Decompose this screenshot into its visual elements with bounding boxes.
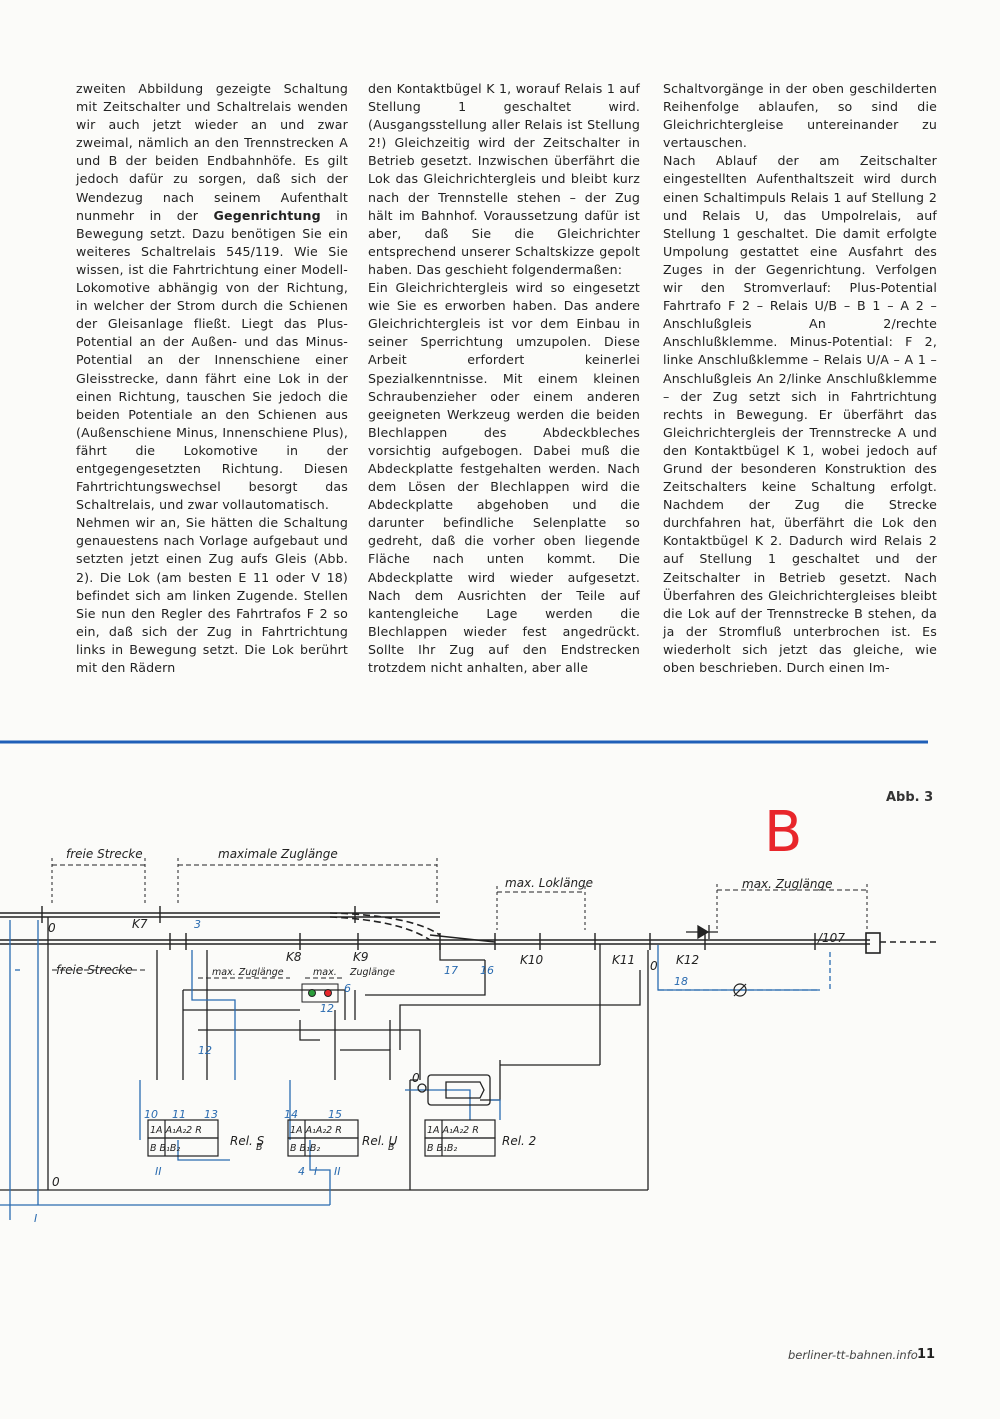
label-freie-strecke-top: freie Strecke bbox=[66, 847, 143, 861]
relay-sb bbox=[147, 1119, 219, 1157]
label-107: /107 bbox=[817, 931, 845, 945]
label-rel-sb: Rel. S bbox=[230, 1134, 265, 1148]
label-roman-one: I bbox=[34, 1212, 37, 1225]
label-max-zuglaenge-mid: max. Zuglänge bbox=[212, 967, 284, 978]
emphasis-text: Gegenrichtung bbox=[213, 207, 321, 223]
label-roman-two-ub: II bbox=[334, 1165, 341, 1178]
label-roman-two-sb: II bbox=[155, 1165, 162, 1178]
label-roman-one-ub: I bbox=[314, 1165, 317, 1178]
wire-number: 10 bbox=[144, 1108, 158, 1121]
wire-number: 16 bbox=[480, 964, 494, 977]
wire-number: 12 bbox=[320, 1002, 334, 1015]
wire-number-labels: 10 11 12 13 14 15 16 17 18 3 4 6 12 bbox=[144, 918, 688, 1178]
lamp-symbol bbox=[733, 983, 747, 997]
label-max-zuglaenge-right: max. Zuglänge bbox=[742, 877, 833, 891]
wire-number: 6 bbox=[344, 982, 351, 995]
text-column-3: Schaltvorgänge in der oben geschilderten… bbox=[663, 80, 937, 677]
text-column-1: zweiten Abbildung gezeigte Schaltung mit… bbox=[76, 80, 348, 677]
relay-2 bbox=[424, 1119, 496, 1157]
wires-blue bbox=[0, 920, 831, 1220]
wire-number: 4 bbox=[298, 1165, 305, 1178]
paragraph: Nach Ablauf der am Zeitschalter eingeste… bbox=[663, 153, 937, 675]
wire-number: 13 bbox=[204, 1108, 218, 1121]
relay-2-top: 1A A₁A₂2 R bbox=[427, 1125, 479, 1136]
text-run: zweiten Abbildung gezeigte Schaltung mit… bbox=[76, 81, 348, 223]
label-zero-k11: 0 bbox=[650, 959, 658, 973]
wire-number: 12 bbox=[198, 1044, 212, 1057]
wires-black bbox=[0, 917, 649, 1191]
wire-number: 18 bbox=[674, 975, 688, 988]
footer-site: berliner-tt-bahnen.info bbox=[788, 1348, 918, 1362]
label-rel-ub-sub: B bbox=[388, 1142, 395, 1153]
paragraph: Schaltvorgänge in der oben geschilderten… bbox=[663, 81, 937, 151]
wire-number: 14 bbox=[284, 1108, 298, 1121]
label-max-mid: max. bbox=[313, 967, 337, 978]
signal-indicator bbox=[301, 983, 339, 1003]
paragraph: Ein Gleichrichtergleis wird so eingesetz… bbox=[368, 280, 640, 675]
relay-2-bottom: B B₁B₂ bbox=[427, 1143, 457, 1154]
paragraph: den Kontaktbügel K 1, worauf Relais 1 au… bbox=[368, 81, 640, 277]
label-k7: K7 bbox=[132, 917, 148, 931]
wire-number: 15 bbox=[328, 1108, 342, 1121]
label-k8: K8 bbox=[286, 950, 302, 964]
wire-number: 3 bbox=[194, 918, 201, 931]
label-freie-strecke-bottom: freie Strecke bbox=[56, 963, 133, 977]
label-k11: K11 bbox=[612, 953, 635, 967]
station-marker: B bbox=[764, 800, 803, 865]
dimension-lines bbox=[51, 858, 868, 979]
relay-ub-top: 1A A₁A₂2 R bbox=[290, 1125, 342, 1136]
relay-sb-bottom: B B₁B₂ bbox=[150, 1143, 180, 1154]
track-joints bbox=[41, 906, 816, 950]
label-max-loklaenge: max. Loklänge bbox=[505, 876, 593, 890]
label-rel-ub: Rel. U bbox=[362, 1134, 398, 1148]
page-number: 11 bbox=[917, 1347, 936, 1362]
text-column-2: den Kontaktbügel K 1, worauf Relais 1 au… bbox=[368, 80, 640, 677]
figure-caption: Abb. 3 bbox=[886, 790, 934, 805]
label-rel-2: Rel. 2 bbox=[502, 1134, 536, 1148]
diode-symbol bbox=[686, 924, 718, 940]
wire-number: 17 bbox=[444, 964, 458, 977]
label-zero-bottom: 0 bbox=[52, 1175, 60, 1189]
label-rel-sb-sub: B bbox=[256, 1142, 263, 1153]
wire-number: 11 bbox=[172, 1108, 186, 1121]
label-k12: K12 bbox=[676, 953, 699, 967]
timer-switch-box bbox=[417, 1074, 491, 1106]
relay-ub-bottom: B B₁B₂ bbox=[290, 1143, 320, 1154]
label-maximale-zuglaenge: maximale Zuglänge bbox=[218, 847, 338, 861]
paragraph: Nehmen wir an, Sie hätten die Schaltung … bbox=[76, 515, 348, 675]
label-zero-timer: 0 bbox=[412, 1071, 420, 1085]
wiring-diagram: freie Strecke maximale Zuglänge max. Lok… bbox=[0, 740, 940, 1225]
relay-ub bbox=[287, 1119, 359, 1157]
text-run: in Bewegung setzt. Dazu benötigen Sie ei… bbox=[76, 207, 348, 513]
label-zero-left: 0 bbox=[48, 921, 56, 935]
relay-sb-top: 1A A₁A₂2 R bbox=[150, 1125, 202, 1136]
paragraph: zweiten Abbildung gezeigte Schaltung mit… bbox=[76, 80, 348, 514]
label-k10: K10 bbox=[520, 953, 544, 967]
label-k9: K9 bbox=[353, 950, 369, 964]
label-zuglaenge-mid: Zuglänge bbox=[349, 967, 395, 978]
tracks bbox=[0, 912, 940, 954]
